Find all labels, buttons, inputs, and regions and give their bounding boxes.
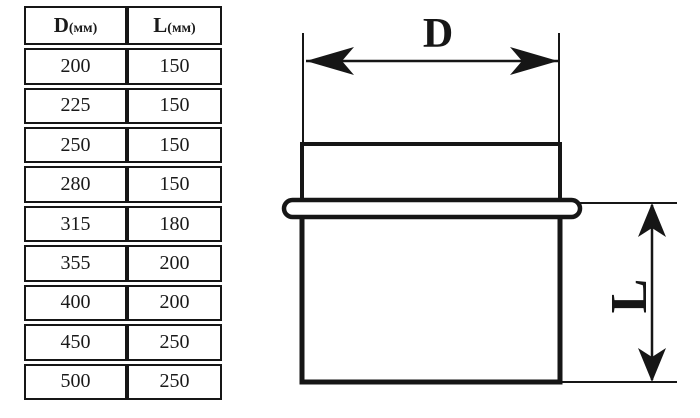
cell-d-value: 250 <box>24 126 127 164</box>
cell-l-value: 150 <box>126 166 222 203</box>
arrowhead-left-icon <box>306 47 354 75</box>
cell-l-value: 150 <box>126 48 222 85</box>
table-row: 225 150 <box>24 87 222 124</box>
table-row: 315 180 <box>24 205 222 243</box>
arrowhead-right-icon <box>510 47 558 75</box>
cell-d-value: 280 <box>24 166 127 203</box>
table-row: 355 200 <box>24 245 222 282</box>
cell-d-value: 225 <box>24 87 127 124</box>
column-header-d: D(мм) <box>24 6 127 46</box>
cell-l-value: 250 <box>126 324 222 361</box>
table-row: 450 250 <box>24 324 222 361</box>
table-header-row: D(мм) L(мм) <box>24 6 222 46</box>
header-l-unit: (мм) <box>167 21 196 37</box>
table-row: 500 250 <box>24 363 222 400</box>
dimension-l-label: L <box>601 279 658 314</box>
cell-d-value: 500 <box>24 363 127 400</box>
table-row: 200 150 <box>24 48 222 85</box>
cell-d-value: 355 <box>24 245 127 282</box>
cell-d-value: 315 <box>24 205 127 243</box>
table-row: 400 200 <box>24 284 222 322</box>
header-d-unit: (мм) <box>68 21 98 37</box>
dimension-d-label: D <box>423 11 453 57</box>
cell-l-value: 150 <box>126 87 222 124</box>
duct-body <box>299 203 563 385</box>
duct-connector-drawing: D L <box>281 11 677 385</box>
arrowhead-down-icon <box>638 348 666 382</box>
header-d-letter: D <box>53 13 69 38</box>
rolled-bead <box>281 197 583 220</box>
header-l-letter: L <box>153 13 168 38</box>
arrowhead-up-icon <box>638 203 666 237</box>
cell-l-value: 250 <box>126 363 222 400</box>
cell-l-value: 200 <box>126 245 222 282</box>
cell-d-value: 200 <box>24 48 127 85</box>
cell-d-value: 400 <box>24 284 127 322</box>
cell-l-value: 150 <box>126 126 222 164</box>
cell-l-value: 200 <box>126 284 222 322</box>
cell-l-value: 180 <box>126 205 222 243</box>
column-header-l: L(мм) <box>126 6 222 46</box>
duct-collar <box>300 142 562 208</box>
table-row: 280 150 <box>24 166 222 203</box>
cell-d-value: 450 <box>24 324 127 361</box>
dimensions-table: D(мм) L(мм) 200 150 225 150 250 150 280 … <box>24 3 222 403</box>
table-row: 250 150 <box>24 126 222 164</box>
